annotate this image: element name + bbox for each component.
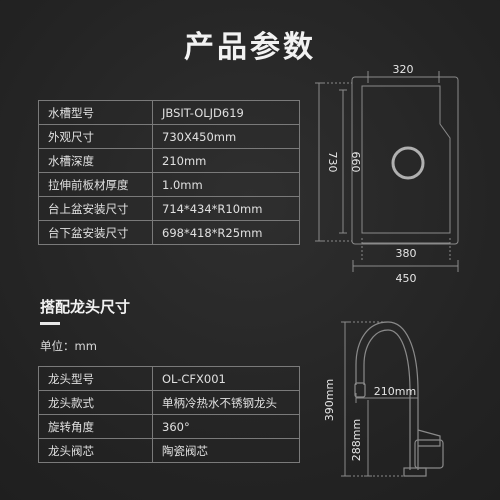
faucet-spout-outline (363, 329, 411, 470)
spec-value: 陶瓷阀芯 (152, 438, 300, 463)
faucet-spec-table: 龙头型号 OL-CFX001 龙头款式 单柄冷热水不锈钢龙头 旋转角度 360°… (38, 366, 300, 463)
unit-label: 单位：mm (40, 339, 97, 353)
spec-label: 水槽深度 (38, 148, 153, 173)
table-row: 龙头款式 单柄冷热水不锈钢龙头 (38, 390, 300, 415)
dim-label-inner-length: 660 (349, 152, 362, 173)
faucet-handle-icon (414, 439, 444, 469)
dim-label-total-height: 390mm (323, 379, 336, 421)
table-row: 水槽型号 JBSIT-OLJD619 (38, 100, 300, 125)
sink-outline (351, 76, 459, 245)
table-row: 龙头阀芯 陶瓷阀芯 (38, 438, 300, 463)
spec-value: 360° (152, 414, 300, 439)
section-underline (40, 322, 60, 325)
spec-label: 台上盆安装尺寸 (38, 196, 153, 221)
spec-label: 水槽型号 (38, 100, 153, 125)
spec-label: 台下盆安装尺寸 (38, 220, 153, 245)
dim-label-inner-width: 380 (396, 247, 417, 260)
dim-label-spout-height: 288mm (350, 419, 363, 461)
spec-label: 龙头款式 (38, 390, 153, 415)
spec-value: JBSIT-OLJD619 (152, 100, 300, 125)
table-row: 旋转角度 360° (38, 414, 300, 439)
spec-label: 外观尺寸 (38, 124, 153, 149)
table-row: 台上盆安装尺寸 714*434*R10mm (38, 196, 300, 221)
spec-value: 698*418*R25mm (152, 220, 300, 245)
spec-value: 210mm (152, 148, 300, 173)
page-title: 产品参数 (184, 30, 316, 65)
sink-basin-outline (361, 85, 451, 234)
table-row: 拉伸前板材厚度 1.0mm (38, 172, 300, 197)
faucet-base (403, 467, 427, 477)
dim-label-outer-length: 730 (326, 152, 339, 173)
spec-label: 龙头阀芯 (38, 438, 153, 463)
dim-label-top-width: 320 (393, 63, 414, 76)
faucet-diagram (354, 321, 444, 477)
faucet-head-icon (354, 382, 366, 398)
sink-spec-table: 水槽型号 JBSIT-OLJD619 外观尺寸 730X450mm 水槽深度 2… (38, 100, 300, 245)
dim-label-reach: 210mm (374, 385, 416, 398)
spec-value: 714*434*R10mm (152, 196, 300, 221)
table-row: 龙头型号 OL-CFX001 (38, 366, 300, 391)
spec-value: OL-CFX001 (152, 366, 300, 391)
table-row: 台下盆安装尺寸 698*418*R25mm (38, 220, 300, 245)
dim-label-outer-width: 450 (396, 272, 417, 285)
faucet-section-title: 搭配龙头尺寸 (40, 298, 131, 316)
spec-label: 拉伸前板材厚度 (38, 172, 153, 197)
spec-value: 单柄冷热水不锈钢龙头 (152, 390, 300, 415)
spec-label: 龙头型号 (38, 366, 153, 391)
table-row: 水槽深度 210mm (38, 148, 300, 173)
spec-label: 旋转角度 (38, 414, 153, 439)
drain-icon (391, 146, 425, 180)
